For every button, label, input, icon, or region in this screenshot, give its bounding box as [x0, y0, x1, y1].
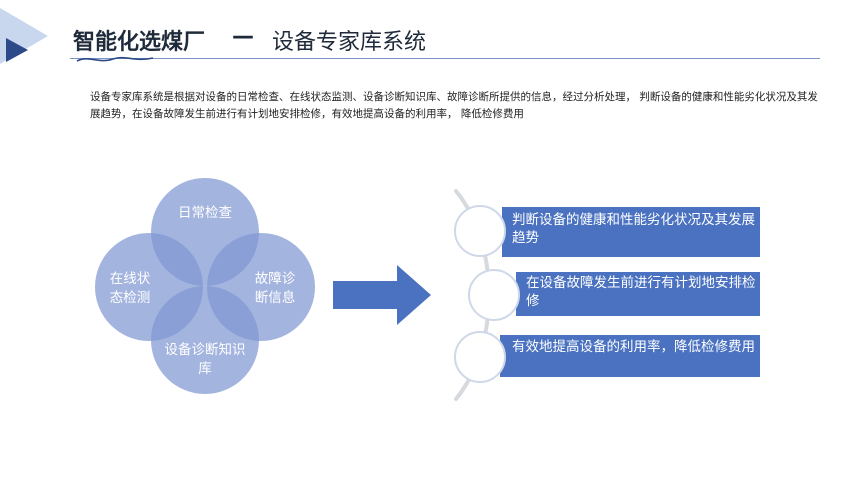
venn-label-top: 日常检查 [178, 205, 232, 221]
venn-label-left: 在线状 态检测 [109, 271, 151, 306]
result-box-3 [500, 335, 760, 377]
header-decoration-triangles [0, 8, 48, 64]
title-underline [70, 58, 820, 59]
venn-label-right: 故障诊 断信息 [254, 271, 296, 306]
result-box-1 [502, 207, 760, 257]
venn-label-bottom: 设备诊断知识 库 [164, 342, 246, 377]
result-list-graphic [454, 189, 760, 401]
flow-arrow-icon [333, 265, 431, 325]
description-paragraph: 设备专家库系统是根据对设备的日常检查、在线状态监测、设备诊断知识库、故障诊断所提… [90, 91, 818, 120]
venn-diagram: 日常检查 在线状 态检测 故障诊 断信息 设备诊断知识 库 [90, 170, 320, 400]
title-wave-accent [76, 56, 154, 62]
page-title-sub: 设备专家库系统 [272, 30, 427, 55]
venn-circle-bottom [151, 286, 259, 394]
result-bullet-3 [454, 331, 506, 383]
page-title-main: 智能化选煤厂 [73, 30, 206, 55]
result-text-2: 在设备故障发生前进行有计划地安排检修 [526, 275, 756, 309]
result-bullet-2 [468, 269, 520, 321]
result-text-3: 有效地提高设备的利用率，降低检修费用 [512, 339, 755, 355]
result-text-1: 判断设备的健康和性能劣化状况及其发展趋势 [512, 212, 755, 246]
result-box-2 [516, 272, 760, 316]
page-title-separator: — [232, 24, 254, 49]
result-bullet-1 [454, 205, 506, 257]
